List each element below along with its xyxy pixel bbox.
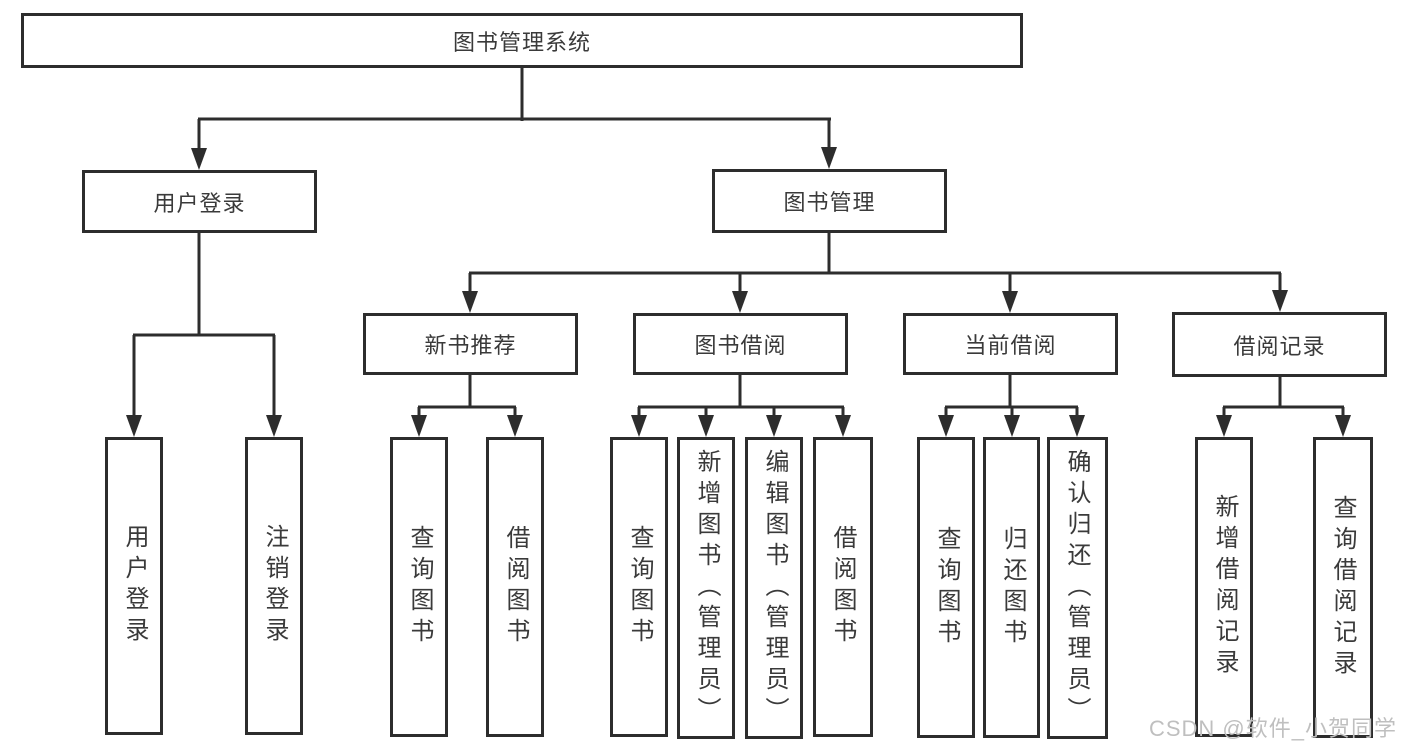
arrow-down-icon — [191, 148, 207, 170]
arrow-down-icon — [1002, 291, 1018, 313]
node-current-borrowing: 当前借阅 — [903, 313, 1118, 375]
leaf-return-books: 归还图书 — [983, 437, 1040, 738]
node-book-borrowing: 图书借阅 — [633, 313, 848, 375]
node-borrowing-records: 借阅记录 — [1172, 312, 1387, 377]
arrow-down-icon — [1004, 415, 1020, 437]
arrow-down-icon — [698, 415, 714, 437]
leaf-borrow-books-newbook: 借阅图书 — [486, 437, 544, 737]
leaf-query-books-newbook: 查询图书 — [390, 437, 448, 737]
leaf-borrow-books-borrowing: 借阅图书 — [813, 437, 873, 737]
arrow-down-icon — [1069, 415, 1085, 437]
leaf-query-borrow-record: 查询借阅记录 — [1313, 437, 1373, 738]
leaf-confirm-return-admin: 确认归还（管理员） — [1047, 437, 1108, 739]
arrow-down-icon — [835, 415, 851, 437]
leaf-edit-books-admin: 编辑图书（管理员） — [745, 437, 803, 739]
arrow-down-icon — [732, 291, 748, 313]
arrow-down-icon — [266, 415, 282, 437]
arrow-down-icon — [1216, 415, 1232, 437]
leaf-add-borrow-record: 新增借阅记录 — [1195, 437, 1253, 737]
arrow-down-icon — [1272, 290, 1288, 312]
node-library-management-system: 图书管理系统 — [21, 13, 1023, 68]
leaf-query-books-borrowing: 查询图书 — [610, 437, 668, 737]
node-new-book-recommendation: 新书推荐 — [363, 313, 578, 375]
csdn-watermark: CSDN @软件_小贺同学 — [1148, 716, 1397, 741]
arrow-down-icon — [766, 415, 782, 437]
node-user-login: 用户登录 — [82, 170, 317, 233]
arrow-down-icon — [411, 415, 427, 437]
leaf-logout: 注销登录 — [245, 437, 303, 735]
leaf-user-login: 用户登录 — [105, 437, 163, 735]
arrow-down-icon — [821, 147, 837, 169]
arrow-down-icon — [1335, 415, 1351, 437]
leaf-add-books-admin: 新增图书（管理员） — [677, 437, 735, 739]
arrow-down-icon — [126, 415, 142, 437]
arrow-down-icon — [631, 415, 647, 437]
node-book-management: 图书管理 — [712, 169, 947, 233]
arrow-down-icon — [938, 415, 954, 437]
arrow-down-icon — [462, 291, 478, 313]
leaf-query-books-current: 查询图书 — [917, 437, 975, 738]
arrow-down-icon — [507, 415, 523, 437]
